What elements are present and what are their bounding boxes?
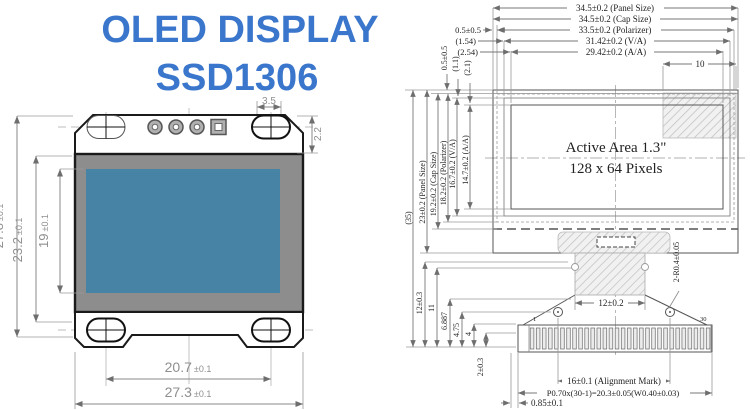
active-area-label1: Active Area 1.3"	[566, 140, 667, 156]
offset-va-left: (1.54)	[455, 36, 476, 46]
dim-text-bg	[537, 387, 690, 398]
dim-value: 20.7	[165, 359, 192, 375]
dim-overall-height: 27.8 ±0.1	[0, 204, 6, 249]
dim-text-bg	[562, 375, 666, 386]
dim-pitch: P0.70x(30-1)=20.3±0.05(W0.40±0.03)	[547, 388, 680, 398]
offset-aa-left: (2.54)	[457, 47, 478, 57]
dim-va-h: 16.7±0.2 (V/A)	[448, 139, 457, 189]
dim-corner-radius: 2-R0.4±0.05	[672, 242, 681, 282]
dim-polarizer-h: 18.2±0.2 (Polarizer)	[439, 140, 448, 205]
dim-panel-size-w: 34.5±0.2 (Panel Size)	[576, 3, 654, 13]
dim-aa-w: 29.42±0.2 (A/A)	[586, 47, 646, 57]
dim-value: 23.2	[10, 237, 25, 262]
dim-tol: ±0.1	[0, 204, 5, 221]
dim-flex-len: 12±0.3	[415, 292, 424, 314]
alignment-hole-center	[669, 311, 671, 313]
mounting-holes	[86, 114, 291, 343]
dim-text-bg	[578, 47, 654, 57]
dim-hole-span: 20.7±0.1	[165, 359, 212, 375]
dim-tab-height: 2.2	[313, 127, 324, 141]
pad-hole	[151, 123, 159, 131]
polarizer-outline	[496, 93, 735, 223]
dim-475: 4.75	[452, 323, 461, 337]
dim-panel-height: 23.2 ±0.1	[10, 218, 25, 263]
dim-va-w: 31.42±0.2 (V/A)	[586, 36, 646, 46]
offset-cap-top: 0.5±0.5	[440, 46, 449, 70]
dim-text-bg	[578, 36, 654, 46]
flex-notch	[641, 263, 649, 271]
alignment-hole	[553, 307, 563, 317]
seal-area	[662, 92, 737, 139]
pin-number-last: 30	[700, 316, 707, 323]
hole-cross	[252, 115, 290, 139]
pad-hole	[172, 123, 180, 131]
pad-hole	[193, 123, 201, 131]
dim-tol: ±0.1	[194, 364, 211, 374]
title-block: OLED DISPLAY SSD1306	[101, 9, 378, 99]
dim-edge: 0.85±0.1	[531, 398, 563, 408]
offset-cap-left: 0.5±0.5	[455, 25, 481, 35]
dim-tol: ±0.1	[194, 389, 211, 399]
offset-aa-top: (2.1)	[463, 60, 472, 76]
module-bottom-strip	[74, 311, 304, 348]
hole-cross	[252, 318, 290, 342]
alignment-hole-center	[557, 311, 559, 313]
connector-end-lines	[528, 325, 712, 352]
dim-text-bg	[570, 25, 661, 35]
pin-number-first: 1	[533, 316, 536, 323]
extension-lines	[405, 8, 739, 408]
alignment-mark	[596, 236, 636, 248]
connector-body	[517, 324, 713, 353]
pad-hole	[214, 123, 223, 131]
dim-11: 11	[427, 304, 436, 312]
flex-taper-edges	[522, 294, 708, 326]
pin-pads	[147, 118, 227, 136]
dim-text-bg	[567, 3, 664, 13]
title-line1: OLED DISPLAY	[101, 9, 378, 51]
dim-4: 4	[464, 332, 473, 336]
dim-value: 27.8	[0, 223, 6, 248]
oled-screen	[86, 169, 280, 293]
title-line2: SSD1306	[156, 57, 319, 99]
dim-active-height: 19 ±0.1	[36, 214, 51, 248]
alignment-hole	[665, 307, 675, 317]
dim-6887: 6.887	[440, 312, 449, 330]
dim-aa-h: 14.7±0.2 (A/A)	[461, 135, 470, 185]
dim-overall-h: (35)	[404, 211, 413, 225]
dim-alignment: 16±0.1 (Alignment Mark)	[567, 376, 661, 386]
dim-cap-size-w: 34.5±0.2 (Cap Size)	[579, 14, 651, 24]
dim-polarizer-w: 33.5±0.2 (Polarizer)	[579, 25, 652, 35]
connector-pins	[529, 327, 711, 350]
viewing-area-outline	[503, 97, 731, 217]
dim-value: 19	[36, 233, 51, 247]
panel-drawing: Active Area 1.3" 128 x 64 Pixels 1 30 34…	[404, 3, 745, 408]
offset-va-top: (1.1)	[451, 56, 460, 72]
panel-centerlines	[485, 85, 745, 358]
hole-cross	[87, 318, 125, 342]
active-area-outline	[510, 104, 724, 210]
hole-cross	[87, 115, 125, 139]
dim-overall-width: 27.3±0.1	[165, 384, 212, 400]
dim-tol: ±0.1	[14, 218, 24, 235]
flex-neck	[574, 252, 646, 296]
front-view: 27.8±0.1 23.2±0.1 19±0.1 3.5 2.2 20.7±0.…	[0, 96, 324, 409]
radius-leader	[668, 290, 680, 309]
dim-cap-h: 19.2±0.2 (Cap Size)	[429, 151, 438, 216]
dim-text-bg	[692, 59, 708, 69]
dim-value: 27.3	[165, 384, 192, 400]
dim-2: 2±0.3	[476, 358, 485, 376]
dim-tab-width: 3.5	[262, 96, 276, 107]
dim-text-bg	[571, 14, 660, 24]
dim-flex-w: 12±0.2	[598, 298, 623, 308]
flex-notch	[571, 263, 579, 271]
dim-tol: ±0.1	[40, 214, 50, 231]
active-area-label2: 128 x 64 Pixels	[570, 161, 663, 177]
dim-text-bg	[594, 297, 628, 308]
dim-panel-h: 23±0.2 (Panel Size)	[418, 160, 427, 224]
dim-seal-w: 10	[696, 59, 706, 69]
